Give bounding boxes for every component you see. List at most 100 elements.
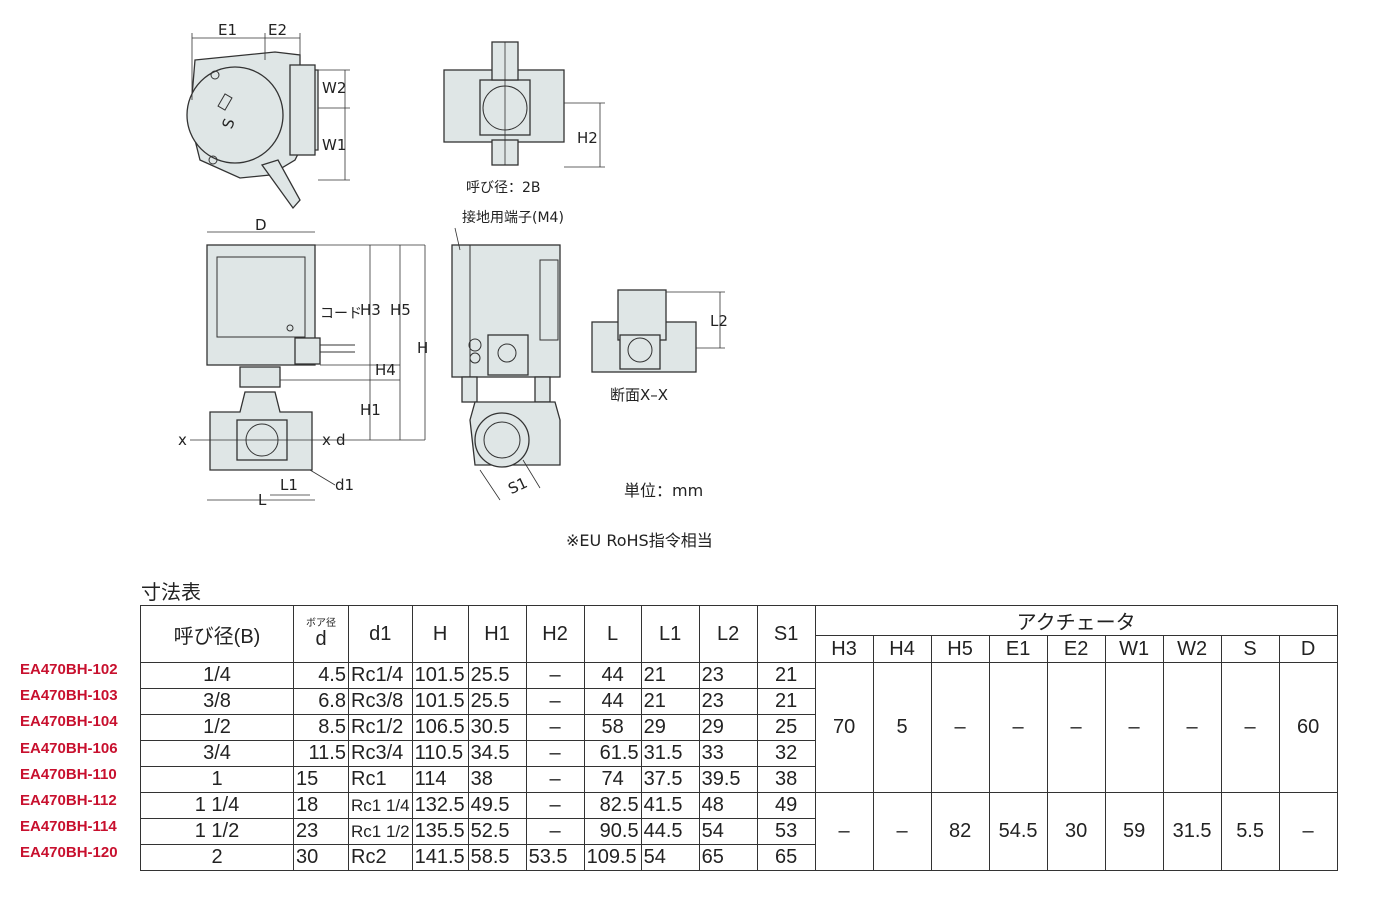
cell-size: 3/4	[140, 740, 294, 767]
header-h4: H4	[872, 635, 932, 663]
header-l2: L2	[698, 605, 758, 663]
cell-h2: –	[525, 714, 585, 741]
cell-l: 74	[583, 766, 642, 793]
cell-e2-group2: 30	[1046, 792, 1106, 871]
header-size: 呼び径(B)	[140, 605, 294, 663]
header-bore-note: ボア径	[306, 618, 336, 629]
cell-h1: 34.5	[467, 740, 527, 767]
label-h2: H2	[577, 129, 598, 147]
cell-h3-group2: –	[814, 792, 874, 871]
cell-dd-group1: 60	[1278, 662, 1338, 793]
actuator-top-view	[186, 33, 350, 210]
label-h4: H4	[375, 361, 396, 379]
cell-l1: 54	[640, 844, 700, 871]
header-h5: H5	[930, 635, 990, 663]
cell-h2: –	[525, 792, 585, 819]
cell-size: 1/2	[140, 714, 294, 741]
cell-l: 109.5	[583, 844, 642, 871]
cell-s1: 65	[756, 844, 816, 871]
cell-h2: –	[525, 740, 585, 767]
label-h5: H5	[390, 301, 411, 319]
header-w1: W1	[1104, 635, 1164, 663]
cell-l: 61.5	[583, 740, 642, 767]
cell-l2: 65	[698, 844, 758, 871]
cell-size: 2	[140, 844, 294, 871]
cell-d: 4.5	[293, 662, 349, 689]
table-row: 1/4 4.5 Rc1/4 101.5 25.5 – 44 21 23 21 7…	[140, 662, 1338, 793]
section-label: 断面X–X	[610, 386, 668, 404]
cell-d: 8.5	[293, 714, 349, 741]
table-row: 1/2 8.5 Rc1/2 106.5 30.5 – 58 29 29 25	[140, 714, 1338, 741]
header-e2: E2	[1046, 635, 1106, 663]
label-d-small: d	[336, 431, 346, 449]
cell-l: 58	[583, 714, 642, 741]
cell-s-group1: –	[1220, 662, 1280, 793]
cell-h: 132.5	[411, 792, 469, 819]
cell-l: 82.5	[583, 792, 642, 819]
cell-h1: 38	[467, 766, 527, 793]
model-item: EA470BH-102	[20, 661, 118, 678]
cell-l1: 21	[640, 688, 700, 715]
cell-d: 11.5	[293, 740, 349, 767]
cell-s1: 21	[756, 662, 816, 689]
table-row: 1 1/4 18 Rc1 1/4 132.5 49.5 – 82.5 41.5 …	[140, 792, 1338, 871]
cell-d1: Rc1 1/2	[348, 818, 413, 845]
cell-w2-group1: –	[1162, 662, 1222, 793]
label-h: H	[417, 339, 428, 357]
cell-d1: Rc1	[348, 766, 413, 793]
label-w1: W1	[322, 136, 346, 154]
label-l1: L1	[280, 476, 298, 494]
ground-terminal-label: 接地用端子(M4)	[462, 209, 564, 226]
cell-l: 90.5	[583, 818, 642, 845]
cell-l2: 48	[698, 792, 758, 819]
header-l1: L1	[640, 605, 700, 663]
cell-d1: Rc1/2	[348, 714, 413, 741]
cell-s-group2: 5.5	[1220, 792, 1280, 871]
front-view	[190, 231, 426, 501]
header-h3: H3	[814, 635, 874, 663]
unit-label: 単位：mm	[624, 481, 703, 500]
label-l: L	[258, 491, 267, 509]
cell-h1: 49.5	[467, 792, 527, 819]
cell-d1: Rc1 1/4	[348, 792, 413, 819]
cell-d: 18	[293, 792, 349, 819]
cell-d1: Rc3/8	[348, 688, 413, 715]
header-d1: d1	[348, 605, 413, 663]
cell-h: 110.5	[411, 740, 469, 767]
model-item: EA470BH-120	[20, 844, 118, 862]
cell-l2: 23	[698, 688, 758, 715]
header-actuator: アクチェータ	[814, 605, 1338, 636]
model-item: EA470BH-103	[20, 687, 118, 705]
label-w2: W2	[322, 79, 346, 97]
model-item: EA470BH-106	[20, 739, 118, 757]
model-item: EA470BH-104	[20, 713, 118, 731]
cell-h: 106.5	[411, 714, 469, 741]
cell-h1: 25.5	[467, 688, 527, 715]
cell-w1-group2: 59	[1104, 792, 1164, 871]
cell-l1: 41.5	[640, 792, 700, 819]
cell-h2: –	[525, 688, 585, 715]
cell-w2-group2: 31.5	[1162, 792, 1222, 871]
cell-d1: Rc1/4	[348, 662, 413, 689]
cell-d: 30	[293, 844, 349, 871]
cell-size: 1/4	[140, 662, 294, 689]
label-h1: H1	[360, 401, 381, 419]
model-item: EA470BH-114	[20, 818, 117, 836]
cell-l1: 31.5	[640, 740, 700, 767]
caption-top: 呼び径：2B	[466, 180, 541, 196]
cell-h: 135.5	[411, 818, 469, 845]
cell-l1: 21	[640, 662, 700, 689]
label-d1: d1	[335, 476, 354, 494]
table-title: 寸法表	[141, 580, 201, 604]
side-view	[451, 227, 561, 501]
rohs-note: ※EU RoHS指令相当	[566, 531, 713, 550]
cell-h1: 25.5	[467, 662, 527, 689]
table-row: 2 30 Rc2 141.5 58.5 53.5 109.5 54 65 65	[140, 844, 1338, 871]
header-e1: E1	[988, 635, 1048, 663]
cell-s1: 25	[756, 714, 816, 741]
cell-d: 6.8	[293, 688, 349, 715]
section-view	[591, 289, 725, 373]
cell-h1: 58.5	[467, 844, 527, 871]
label-e1: E1	[218, 21, 237, 39]
